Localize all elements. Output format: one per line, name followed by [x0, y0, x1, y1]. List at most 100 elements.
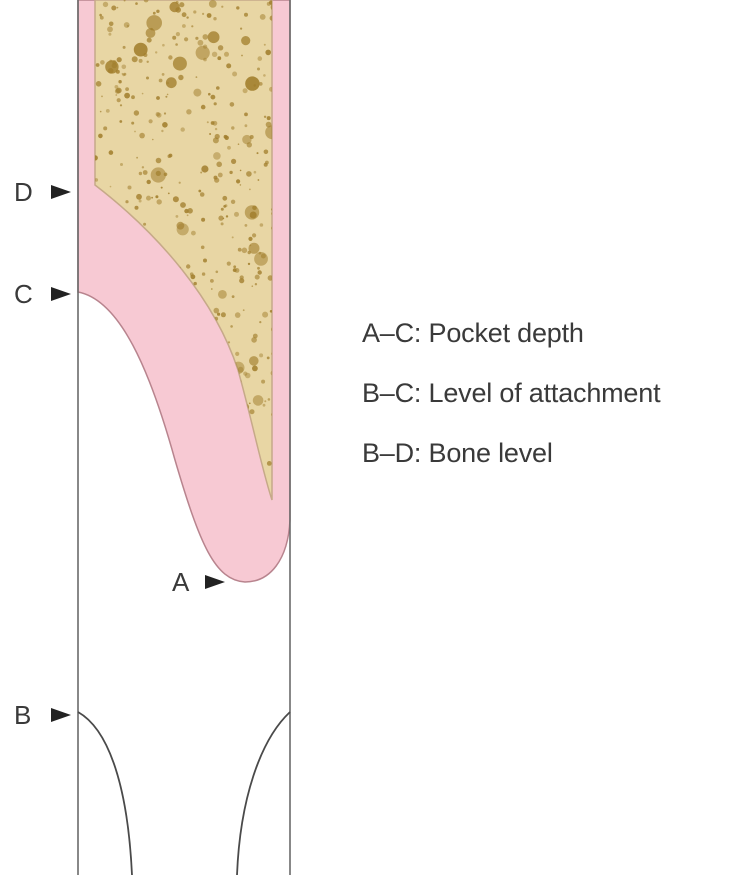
bone-pore — [214, 102, 217, 105]
bone-pore — [101, 96, 103, 98]
bone-pore — [264, 163, 268, 167]
bone-pore — [182, 24, 186, 28]
bone-pore — [232, 72, 237, 77]
bone-pore — [115, 94, 117, 96]
bone-pore — [214, 178, 219, 183]
bone-pore — [134, 389, 136, 391]
bone-pore — [103, 126, 107, 130]
bone-pore — [229, 171, 232, 174]
bone-pore — [203, 45, 207, 49]
bone-pore — [127, 425, 129, 427]
bone-pore — [145, 453, 149, 457]
bone-pore — [138, 389, 142, 393]
bone-pore — [123, 46, 126, 49]
bone-pore — [124, 22, 130, 28]
bone-pore — [98, 134, 103, 139]
bone-pore — [240, 275, 244, 279]
bone-pore — [117, 363, 119, 365]
bone-pore — [109, 60, 112, 63]
bone-pore — [143, 223, 146, 226]
bone-pore — [158, 493, 161, 496]
bone-pore — [161, 187, 163, 189]
bone-pore — [223, 205, 226, 208]
bone-pore — [259, 353, 263, 357]
bone-pore — [104, 369, 108, 373]
bone-pore — [254, 252, 268, 266]
bone-pore — [249, 356, 259, 366]
bone-pore — [134, 367, 140, 373]
bone-pore — [213, 152, 221, 160]
bone-pore — [134, 110, 139, 115]
bone-pore — [155, 51, 157, 53]
bone-pore — [265, 50, 271, 56]
marker-d-arrow — [51, 185, 71, 199]
bone-pore — [154, 460, 160, 466]
bone-pore — [250, 245, 252, 247]
marker-c-label: C — [14, 281, 33, 307]
bone-pore — [218, 216, 223, 221]
bone-pore — [173, 476, 176, 479]
bone-pore — [240, 28, 242, 30]
bone-pore — [253, 395, 264, 406]
bone-pore — [152, 426, 154, 428]
bone-pore — [145, 425, 150, 430]
bone-pore — [227, 146, 231, 150]
legend: A–C: Pocket depth B–C: Level of attachme… — [362, 318, 660, 498]
bone-pore — [258, 179, 260, 181]
bone-pore — [174, 493, 179, 498]
bone-pore — [201, 165, 208, 172]
legend-item-bone-level: B–D: Bone level — [362, 438, 660, 469]
bone-pore — [107, 26, 113, 32]
bone-pore — [145, 390, 147, 392]
bone-pore — [248, 237, 252, 241]
bone-pore — [234, 212, 239, 217]
bone-pore — [156, 171, 161, 176]
bone-pore — [212, 52, 217, 57]
bone-pore — [176, 32, 180, 36]
bone-pore — [221, 6, 223, 8]
bone-pore — [249, 189, 251, 191]
bone-pore — [267, 357, 270, 360]
bone-pore — [114, 361, 119, 366]
bone-pore — [98, 318, 102, 322]
bone-pore — [113, 484, 116, 487]
bone-pore — [195, 37, 198, 40]
bone-pore — [160, 435, 164, 439]
bone-pore — [95, 406, 99, 410]
bone-pore — [216, 271, 219, 274]
bone-pore — [238, 143, 240, 145]
bone-pore — [122, 73, 124, 75]
bone-pore — [117, 98, 121, 102]
bone-pore — [128, 388, 134, 394]
bone-pore — [117, 7, 119, 9]
bone-pore — [255, 275, 260, 280]
bone-pore — [173, 487, 175, 489]
bone-pore — [259, 321, 261, 323]
bone-pore — [221, 312, 226, 317]
bone-pore — [209, 0, 217, 8]
bone-pore — [230, 325, 233, 328]
bone-pore — [156, 158, 162, 164]
bone-pore — [152, 462, 158, 468]
bone-pore — [257, 68, 260, 71]
bone-pore — [91, 490, 105, 504]
bone-pore — [119, 453, 124, 458]
bone-pore — [100, 111, 102, 113]
bone-pore — [213, 17, 216, 20]
bone-pore — [238, 248, 242, 252]
bone-pore — [136, 157, 138, 159]
bone-pore — [198, 190, 201, 193]
bone-pore — [240, 184, 242, 186]
bone-pore — [196, 46, 210, 60]
bone-pore — [103, 330, 108, 335]
bone-pore — [144, 435, 147, 438]
bone-pore — [215, 128, 217, 130]
bone-pore — [193, 89, 201, 97]
bone-pore — [263, 74, 266, 77]
bone-pore — [159, 79, 163, 83]
bone-pore — [245, 76, 259, 90]
bone-pore — [255, 283, 257, 285]
bone-pore — [240, 170, 242, 172]
bone-pore — [136, 414, 138, 416]
bone-pore — [155, 195, 158, 198]
